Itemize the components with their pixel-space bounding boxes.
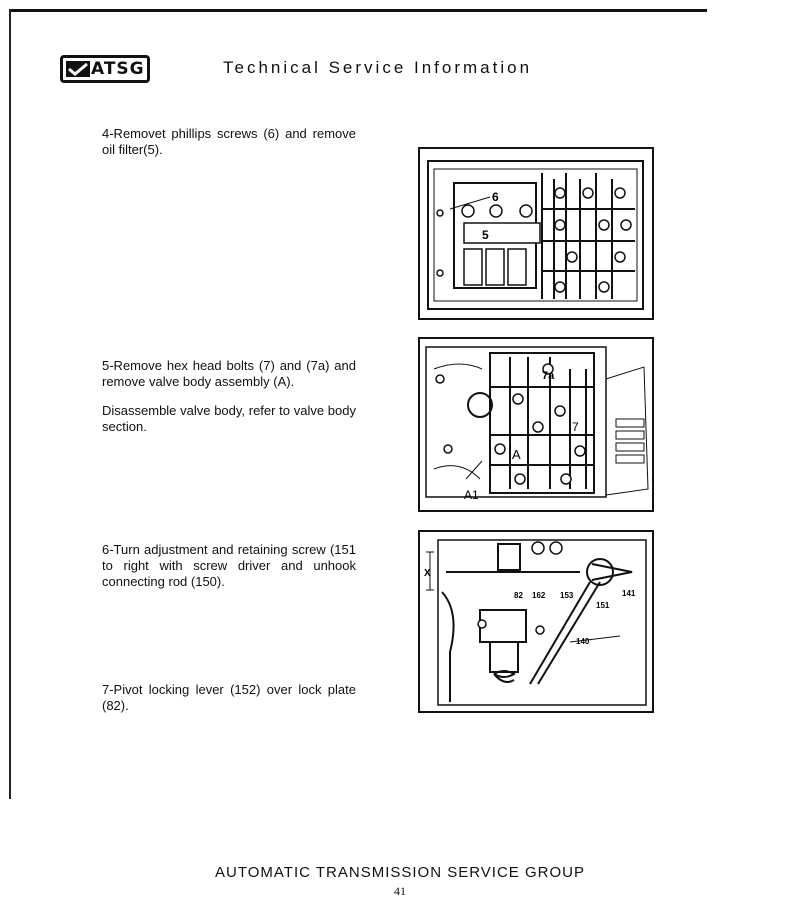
callout-140: 140 xyxy=(576,637,590,646)
callout-82: 82 xyxy=(514,591,523,600)
figure-linkage: X 82 162 153 141 151 140 xyxy=(418,530,654,713)
page-header-title: Technical Service Information xyxy=(223,58,533,77)
callout-6: 6 xyxy=(492,190,499,204)
left-rule xyxy=(9,9,11,799)
callout-A1: A1 xyxy=(464,488,479,502)
disassemble-note: Disassemble valve body, refer to valve b… xyxy=(102,403,356,434)
atsg-logo: ATSG xyxy=(60,55,150,83)
step-6-text: 6-Turn adjustment and retaining screw (1… xyxy=(102,542,356,589)
page-number: 41 xyxy=(394,884,406,898)
callout-141: 141 xyxy=(622,589,636,598)
callout-153: 153 xyxy=(560,591,574,600)
top-rule xyxy=(9,9,707,12)
callout-7: 7 xyxy=(572,420,579,434)
callout-162: 162 xyxy=(532,591,546,600)
figure-valve-body: 7a 7 A A1 xyxy=(418,337,654,512)
step-4-text: 4-Removet phillips screws (6) and remove… xyxy=(102,126,356,157)
callout-7a: 7a xyxy=(542,370,555,382)
callout-5: 5 xyxy=(482,228,489,242)
step-7-text: 7-Pivot locking lever (152) over lock pl… xyxy=(102,682,356,713)
logo-text: ATSG xyxy=(91,59,145,79)
footer-organization: AUTOMATIC TRANSMISSION SERVICE GROUP xyxy=(215,864,585,881)
callout-A: A xyxy=(512,447,521,462)
check-icon xyxy=(66,61,90,77)
callout-151: 151 xyxy=(596,601,610,610)
step-5-text: 5-Remove hex head bolts (7) and (7a) and… xyxy=(102,358,356,389)
figure-oil-filter: 6 5 xyxy=(418,147,654,320)
callout-X: X xyxy=(424,568,431,579)
